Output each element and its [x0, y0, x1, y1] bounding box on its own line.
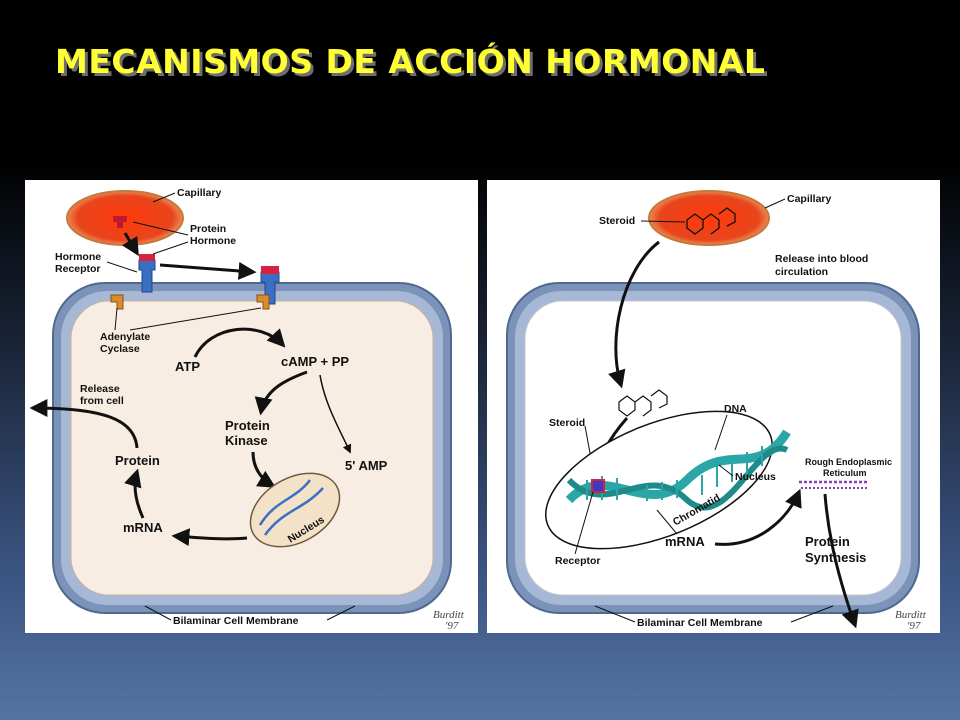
capillary-label: Capillary — [177, 187, 222, 199]
nucleus — [545, 410, 773, 550]
rer-label-2: Reticulum — [823, 468, 867, 478]
signature-year: '97 — [445, 620, 459, 632]
mrna-leader — [656, 509, 678, 535]
capillary — [648, 190, 770, 246]
protein-release-arrow — [29, 399, 139, 449]
protein-synthesis-label-2: Synthesis — [805, 550, 866, 565]
release-label-1: Release — [80, 383, 120, 395]
steroid-molecule — [618, 389, 668, 417]
protein-kinase-label-2: Kinase — [225, 433, 268, 448]
membrane-leader-2 — [790, 605, 834, 623]
receptor-migration-arrow — [159, 261, 257, 280]
hormone-receptor-leader — [106, 261, 138, 273]
capillary-label: Capillary — [787, 193, 832, 205]
protein-hormone-label-2: Hormone — [190, 235, 236, 247]
adenylate-label-2: Cyclase — [100, 343, 140, 355]
adenylate-label-1: Adenylate — [100, 331, 150, 343]
camp-to-kinase-arrow — [254, 370, 308, 416]
steroid-hormone-diagram: Capillary Steroid Release into blood cir… — [487, 180, 940, 633]
release-label-2: circulation — [775, 266, 828, 278]
steroid-diffusion-arrow — [608, 240, 660, 389]
capillary-leader — [764, 198, 786, 209]
protein-hormone-leader — [132, 221, 189, 236]
protein-kinase-label-1: Protein — [225, 418, 270, 433]
protein-hormone-label-1: Protein — [190, 223, 226, 235]
membrane-label: Bilaminar Cell Membrane — [173, 615, 299, 627]
hormone-receptor-label-1: Hormone — [55, 251, 101, 263]
camp-label: cAMP + PP — [281, 354, 349, 369]
signature: Burditt — [433, 609, 465, 621]
release-label-1: Release into blood — [775, 253, 868, 265]
adenylate-leader-1 — [114, 307, 118, 331]
protein-hormone-leader-2 — [152, 241, 189, 255]
nucleus-leader — [718, 464, 734, 477]
membrane-leader-2 — [326, 605, 356, 621]
protein-label: Protein — [115, 453, 160, 468]
mrna-label: mRNA — [665, 534, 705, 549]
nucleus-to-mrna-arrow — [171, 528, 248, 547]
atp-to-camp-arrow — [193, 327, 286, 358]
nucleus-dna — [258, 479, 324, 536]
slide-title: MECANISMOS DE ACCIÓN HORMONAL — [55, 42, 766, 81]
receptor-complex — [591, 479, 605, 493]
rough-endoplasmic-reticulum — [799, 480, 869, 489]
camp-to-amp-arrow — [319, 374, 352, 454]
receptor-label: Receptor — [555, 555, 601, 567]
er-to-synthesis-arrow — [823, 493, 859, 629]
mrna-label: mRNA — [123, 520, 163, 535]
steroid-hormone-svg: Capillary Steroid Release into blood cir… — [506, 190, 927, 632]
membrane-label: Bilaminar Cell Membrane — [637, 617, 763, 629]
cytoplasm — [70, 300, 434, 596]
rer-label-1: Rough Endoplasmic — [805, 457, 892, 467]
steroid-top-label: Steroid — [599, 215, 635, 227]
signature-year: '97 — [907, 620, 921, 632]
steroid-in-capillary — [686, 207, 736, 235]
dna-label: DNA — [724, 403, 747, 415]
steroid-label: Steroid — [549, 417, 585, 429]
protein-hormone-svg: Capillary Protein Hormone Hormone Recept… — [29, 187, 465, 632]
kinase-to-nucleus-arrow — [251, 451, 277, 488]
five-amp-label: 5' AMP — [345, 458, 388, 473]
hormone-receptor-label-2: Receptor — [55, 263, 101, 275]
hormone-receptor-1 — [138, 254, 156, 293]
signature: Burditt — [895, 609, 927, 621]
membrane-leader-1 — [594, 605, 636, 623]
mrna-to-protein-arrow — [124, 468, 145, 519]
membrane-leader-1 — [144, 605, 172, 621]
adenylate-cyclase-2 — [256, 294, 270, 310]
hormone-release-arrow — [121, 232, 139, 257]
nucleus-label: Nucleus — [735, 471, 776, 483]
protein-synthesis-label-1: Protein — [805, 534, 850, 549]
protein-hormone-diagram: Capillary Protein Hormone Hormone Recept… — [25, 180, 478, 633]
steroid-top-leader — [640, 220, 686, 223]
mrna-to-er-arrow — [714, 488, 802, 546]
release-label-2: from cell — [80, 395, 124, 407]
adenylate-leader-2 — [129, 307, 262, 331]
hormone-in-capillary — [113, 216, 127, 228]
capillary-leader — [152, 192, 176, 203]
dna-leader — [714, 414, 728, 451]
receptor-leader — [574, 491, 594, 555]
atp-label: ATP — [175, 359, 200, 374]
